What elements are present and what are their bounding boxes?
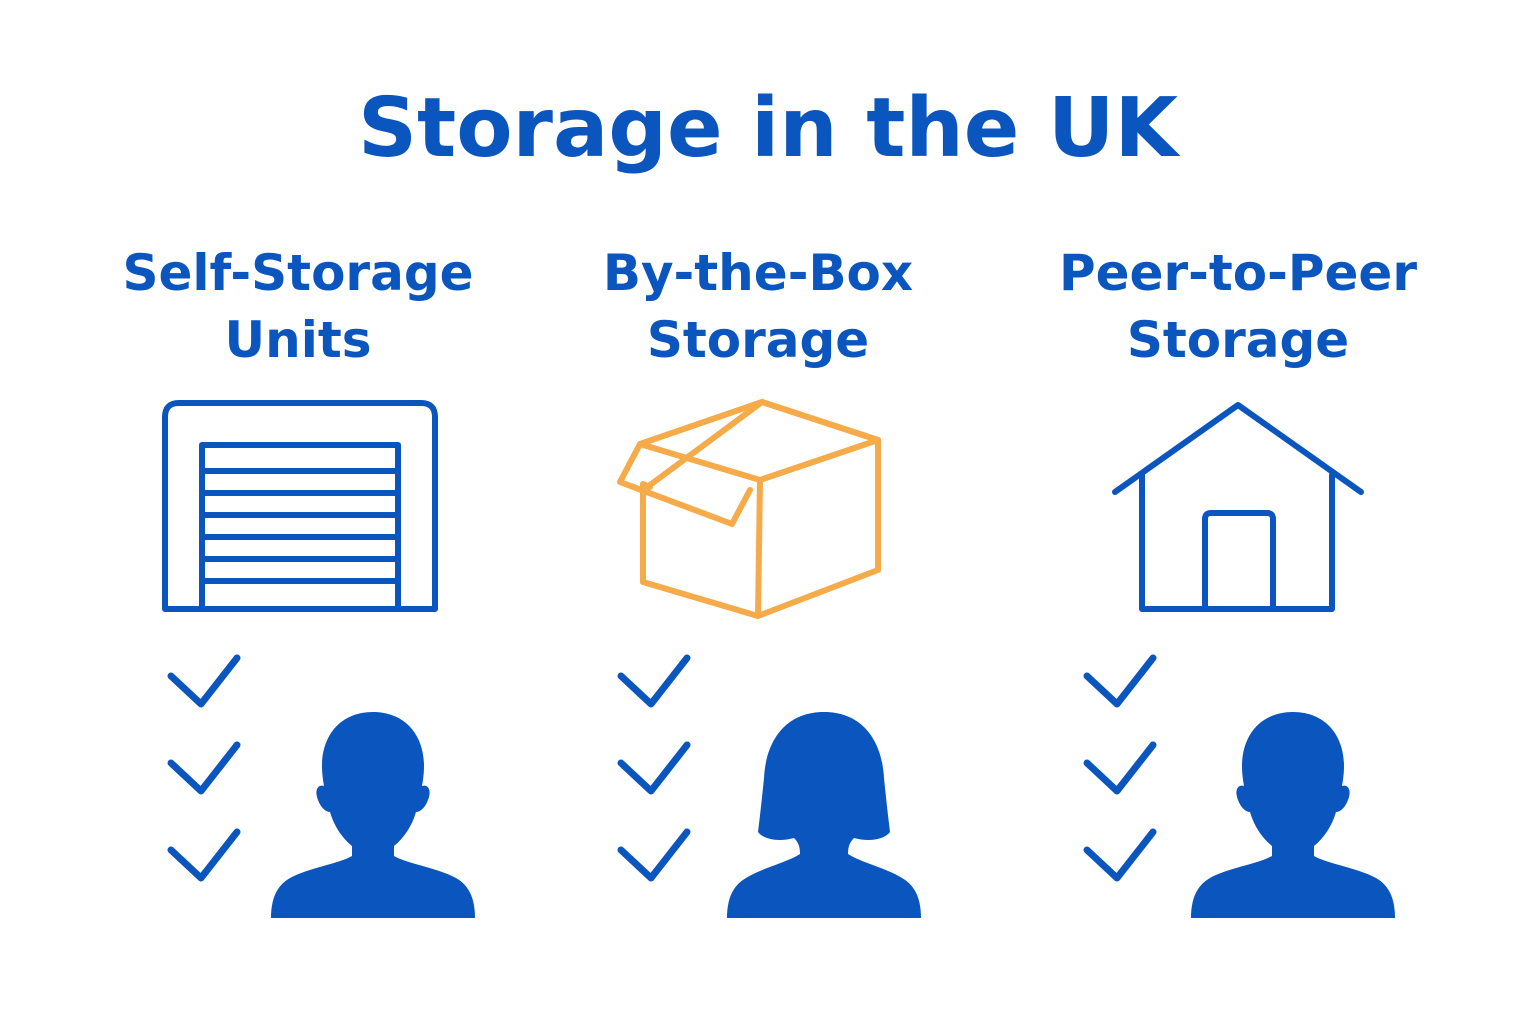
male-person-icon: [271, 712, 475, 918]
checkmark-icon: [1083, 654, 1157, 708]
checkmark-icon: [617, 741, 691, 795]
heading-line: Storage: [1126, 311, 1350, 369]
female-person-icon: [727, 712, 921, 918]
column-heading-peer-to-peer: Peer-to-Peer Storage: [998, 240, 1478, 374]
checkmark-icon: [167, 828, 241, 882]
heading-line: Units: [224, 311, 372, 369]
checkmark-icon: [617, 828, 691, 882]
house-icon: [1112, 402, 1364, 612]
checkmark-icon: [617, 654, 691, 708]
heading-line: Self-Storage: [122, 244, 474, 302]
heading-line: Peer-to-Peer: [1058, 244, 1417, 302]
checkmark-icon: [1083, 741, 1157, 795]
male-person-icon: [1191, 712, 1395, 918]
checkmark-icon: [167, 654, 241, 708]
open-box-icon: [617, 399, 881, 619]
checkmark-icon: [1083, 828, 1157, 882]
garage-door-icon: [162, 400, 438, 612]
heading-line: By-the-Box: [602, 244, 914, 302]
column-heading-by-the-box: By-the-Box Storage: [518, 240, 998, 374]
checklist: [1081, 650, 1161, 911]
checklist: [165, 650, 245, 911]
checkmark-icon: [167, 741, 241, 795]
checklist: [615, 650, 695, 911]
page-title: Storage in the UK: [357, 81, 1179, 176]
heading-line: Storage: [646, 311, 870, 369]
column-heading-self-storage: Self-Storage Units: [58, 240, 538, 374]
